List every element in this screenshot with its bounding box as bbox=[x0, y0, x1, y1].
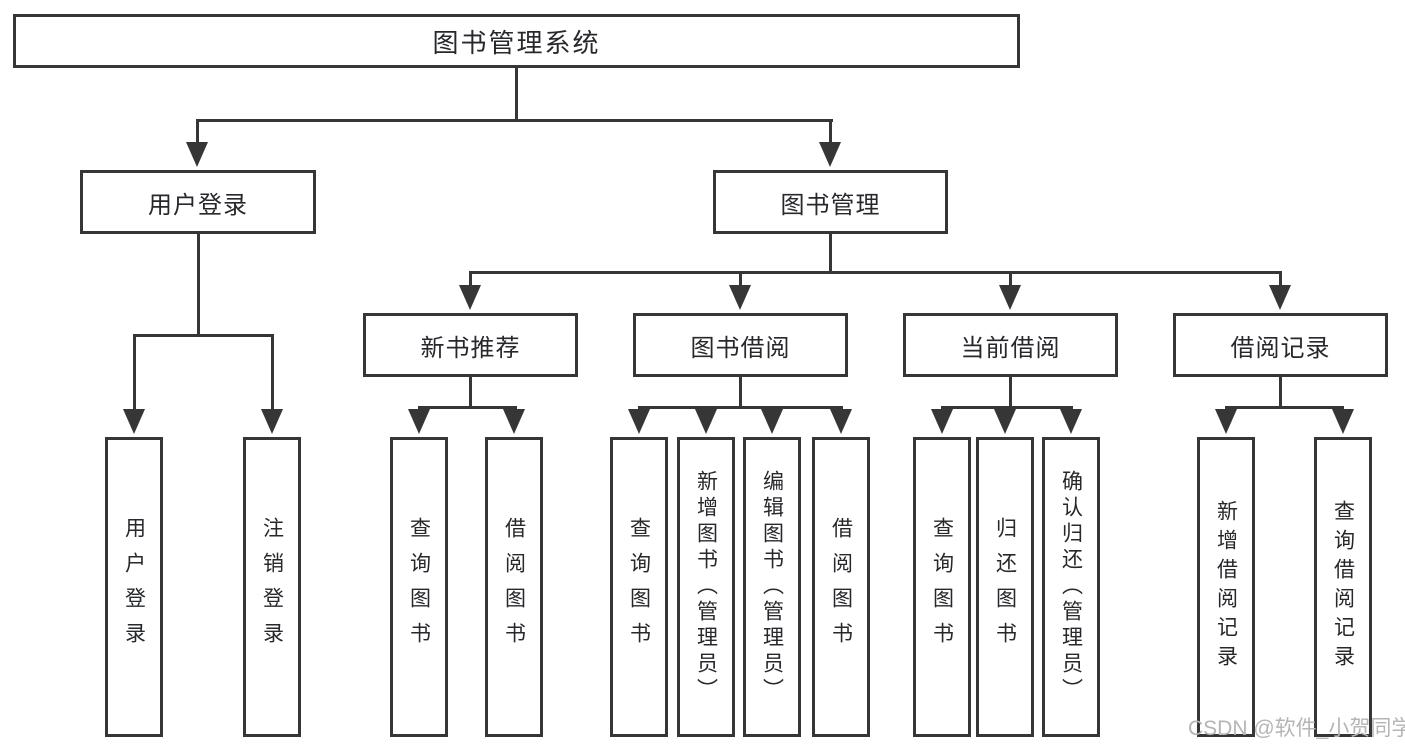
arrowhead-user-login bbox=[186, 142, 208, 167]
leaf-label: 注销登录 bbox=[260, 517, 284, 657]
connector-root-stem bbox=[515, 68, 518, 121]
leaf-logout: 注销登录 bbox=[243, 437, 301, 737]
arrowhead-book-management bbox=[819, 142, 841, 167]
node-label: 借阅记录 bbox=[1230, 334, 1331, 362]
connector-current-borrow-stem bbox=[1009, 377, 1012, 409]
node-new-book-recommendation: 新书推荐 bbox=[363, 313, 578, 377]
arrowhead-leaf-add-book bbox=[695, 409, 717, 434]
connector-drop-user-login bbox=[196, 119, 199, 149]
node-library-management-system: 图书管理系统 bbox=[13, 14, 1020, 68]
arrowhead-borrow-records bbox=[1269, 285, 1291, 310]
connector-drop-leaf-login bbox=[133, 334, 136, 416]
leaf-query-books-recommend: 查询图书 bbox=[390, 437, 448, 737]
connector-borrow-records-stem bbox=[1279, 377, 1282, 409]
arrowhead-book-borrow bbox=[729, 285, 751, 310]
connector-drop-new-book bbox=[469, 271, 472, 291]
node-book-management: 图书管理 bbox=[713, 170, 948, 234]
arrowhead-leaf-add-record bbox=[1215, 409, 1237, 434]
leaf-query-books-current: 查询图书 bbox=[913, 437, 971, 737]
connector-level2-bar bbox=[196, 119, 833, 122]
arrowhead-leaf-confirm-return bbox=[1060, 409, 1082, 434]
leaf-confirm-return-admin: 确认归还（管理员） bbox=[1042, 437, 1100, 737]
arrowhead-leaf-return-book bbox=[994, 409, 1016, 434]
node-label: 新书推荐 bbox=[420, 334, 521, 362]
leaf-add-borrow-record: 新增借阅记录 bbox=[1197, 437, 1255, 737]
arrowhead-leaf-borrow-book-2 bbox=[830, 409, 852, 434]
leaf-query-books-borrowing: 查询图书 bbox=[610, 437, 668, 737]
arrowhead-leaf-login bbox=[123, 409, 145, 434]
node-user-login: 用户登录 bbox=[80, 170, 316, 234]
leaf-label: 查询图书 bbox=[407, 517, 431, 657]
arrowhead-current-borrow bbox=[999, 285, 1021, 310]
arrowhead-leaf-query-book-3 bbox=[931, 409, 953, 434]
arrowhead-leaf-query-book-2 bbox=[628, 409, 650, 434]
connector-user-login-stem bbox=[197, 234, 200, 337]
leaf-borrow-books-recommend: 借阅图书 bbox=[485, 437, 543, 737]
leaf-label: 确认归还（管理员） bbox=[1059, 470, 1083, 704]
node-current-borrowing: 当前借阅 bbox=[903, 313, 1118, 377]
connector-drop-book-management bbox=[829, 119, 832, 149]
leaf-label: 查询图书 bbox=[930, 517, 954, 657]
connector-new-book-bar bbox=[418, 406, 517, 409]
leaf-borrow-books-borrowing: 借阅图书 bbox=[812, 437, 870, 737]
leaf-query-borrow-record: 查询借阅记录 bbox=[1314, 437, 1372, 737]
leaf-label: 查询借阅记录 bbox=[1331, 500, 1355, 674]
arrowhead-leaf-logout bbox=[261, 409, 283, 434]
leaf-label: 用户登录 bbox=[122, 517, 146, 657]
connector-book-borrow-stem bbox=[739, 377, 742, 409]
connector-drop-book-borrow bbox=[739, 271, 742, 291]
connector-new-book-stem bbox=[469, 377, 472, 409]
connector-level3-bar bbox=[469, 271, 1282, 274]
leaf-label: 新增借阅记录 bbox=[1214, 500, 1238, 674]
leaf-label: 归还图书 bbox=[993, 517, 1017, 657]
arrowhead-leaf-edit-book bbox=[761, 409, 783, 434]
connector-drop-borrow-records bbox=[1279, 271, 1282, 291]
node-label: 当前借阅 bbox=[960, 334, 1061, 362]
leaf-label: 借阅图书 bbox=[829, 517, 853, 657]
node-label: 图书管理系统 bbox=[432, 27, 601, 58]
leaf-label: 借阅图书 bbox=[502, 517, 526, 657]
leaf-edit-books-admin: 编辑图书（管理员） bbox=[743, 437, 801, 737]
connector-book-management-stem bbox=[829, 234, 832, 273]
connector-borrow-records-bar bbox=[1225, 406, 1344, 409]
arrowhead-new-book bbox=[459, 285, 481, 310]
leaf-add-books-admin: 新增图书（管理员） bbox=[677, 437, 735, 737]
arrowhead-leaf-query-book-1 bbox=[408, 409, 430, 434]
leaf-label: 查询图书 bbox=[627, 517, 651, 657]
leaf-label: 新增图书（管理员） bbox=[694, 470, 718, 704]
node-label: 图书管理 bbox=[780, 191, 881, 219]
leaf-return-books: 归还图书 bbox=[976, 437, 1034, 737]
leaf-label: 编辑图书（管理员） bbox=[760, 470, 784, 704]
csdn-watermark: CSDN @软件_小贺同学 bbox=[1188, 717, 1405, 740]
node-borrowing-records: 借阅记录 bbox=[1173, 313, 1388, 377]
leaf-user-login: 用户登录 bbox=[105, 437, 163, 737]
arrowhead-leaf-borrow-book-1 bbox=[503, 409, 525, 434]
connector-book-borrow-bar bbox=[638, 406, 843, 409]
node-label: 用户登录 bbox=[148, 191, 248, 219]
connector-user-login-bar bbox=[133, 334, 274, 337]
connector-drop-leaf-logout bbox=[271, 334, 274, 416]
node-label: 图书借阅 bbox=[690, 334, 791, 362]
node-book-borrowing: 图书借阅 bbox=[633, 313, 848, 377]
connector-current-borrow-bar bbox=[941, 406, 1073, 409]
connector-drop-current-borrow bbox=[1009, 271, 1012, 291]
arrowhead-leaf-query-record bbox=[1332, 409, 1354, 434]
